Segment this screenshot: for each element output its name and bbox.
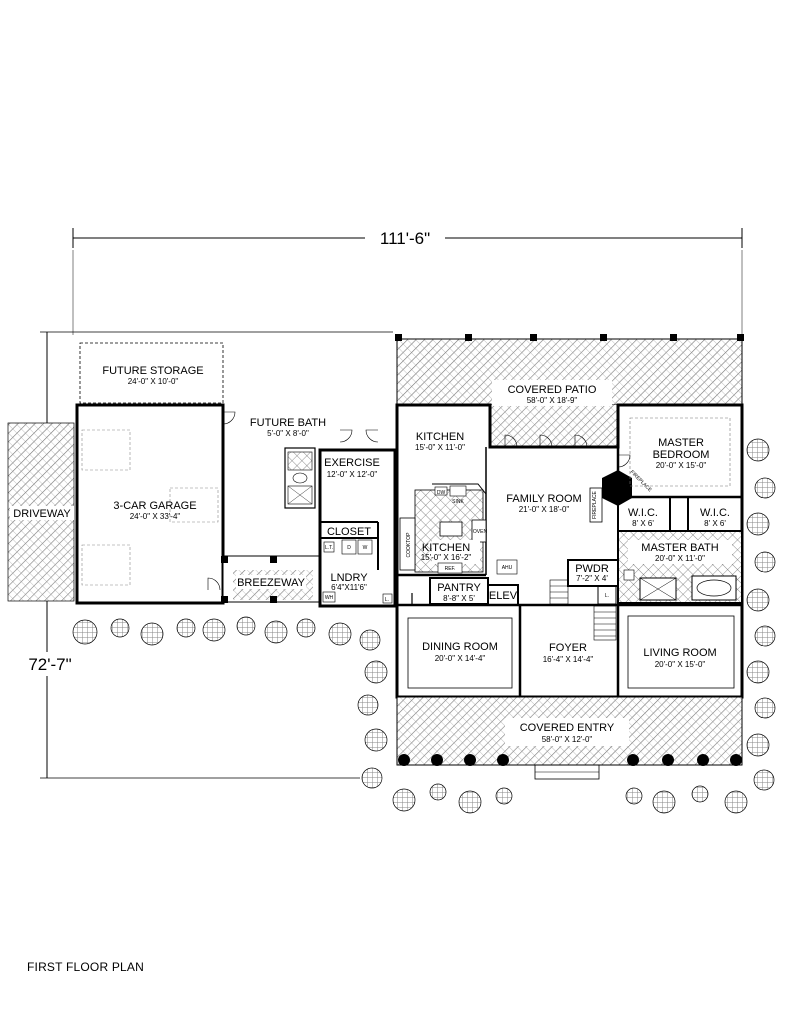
powder-name: PWDR	[575, 563, 609, 575]
fireplace-icon-left	[589, 487, 603, 523]
depth-dimension: 72'-7"	[22, 331, 393, 779]
exercise-block-walls	[318, 448, 397, 608]
wic-left-name: W.I.C.	[628, 507, 658, 519]
covered-patio-size: 58'-0" X 18'-9"	[527, 396, 578, 405]
staircase	[549, 579, 617, 641]
wic-right-size: 8' X 6'	[704, 519, 726, 528]
foyer-name: FOYER	[549, 642, 587, 654]
sink-icon	[449, 485, 467, 497]
dining-ceiling-outline	[407, 617, 513, 689]
driveway-label: DRIVEWAY	[13, 508, 71, 520]
master-bath-size: 20'-0" X 11'-0"	[655, 554, 705, 563]
master-bedroom-name-2: BEDROOM	[653, 449, 710, 461]
covered-entry-name: COVERED ENTRY	[520, 722, 615, 734]
garage-name: 3-CAR GARAGE	[113, 500, 196, 512]
linen-label-left: L.	[385, 597, 389, 603]
water-heater-icon	[322, 591, 336, 603]
foyer-size: 16'-4" X 14'-4"	[543, 655, 594, 664]
wic-right-name: W.I.C.	[700, 507, 730, 519]
washer-icon	[357, 539, 373, 555]
fireplace-right-label: FIREPLACE	[629, 469, 653, 493]
oven-label: OVEN	[473, 529, 488, 535]
family-room-size: 21'-0" X 18'-0"	[519, 505, 570, 514]
kitchen-upper-size: 15'-0" X 11'-0"	[415, 443, 465, 452]
cooktop-counter	[399, 517, 416, 571]
closet-name: CLOSET	[327, 526, 371, 538]
garage-door-swing	[222, 411, 236, 425]
garage-size: 24'-0" X 33'-4"	[130, 512, 181, 521]
refrigerator-label: REF.	[445, 566, 456, 572]
patio-columns	[395, 334, 744, 341]
washer-label: W	[363, 545, 368, 551]
future-storage-outline	[79, 342, 224, 404]
covered-patio-name: COVERED PATIO	[508, 384, 597, 396]
covered-entry-size: 58'-0" X 12'-0"	[542, 735, 593, 744]
dishwasher-label: DW	[437, 490, 446, 496]
future-storage-name: FUTURE STORAGE	[102, 365, 203, 377]
kitchen-lower-size: 15'-0" X 16'-2"	[421, 553, 472, 562]
kitchen-upper-name: KITCHEN	[416, 431, 464, 443]
garage-walls	[75, 403, 225, 605]
laundry-size: 6'4"X11'6"	[331, 583, 367, 592]
future-bath-name: FUTURE BATH	[250, 417, 326, 429]
kitchen-island	[439, 521, 463, 537]
future-bath-size: 5'-0" X 8'-0"	[267, 429, 309, 438]
laundry-name: LNDRY	[330, 572, 368, 584]
linen-label-right: L.	[605, 593, 609, 599]
wic-left-size: 8' X 6'	[632, 519, 654, 528]
pantry-name: PANTRY	[437, 582, 481, 594]
living-room-name: LIVING ROOM	[643, 647, 716, 659]
ahu-label: AHU	[502, 565, 513, 571]
family-room-name: FAMILY ROOM	[506, 493, 581, 505]
master-bedroom-name: MASTER	[658, 437, 704, 449]
dryer-label: D	[347, 545, 351, 551]
plan-caption: FIRST FLOOR PLAN	[27, 960, 145, 974]
width-dimension-label: 111'-6"	[380, 229, 430, 248]
master-bedroom-size: 20'-0" X 15'-0"	[656, 461, 707, 470]
pantry-size: 8'-8" X 5'	[443, 594, 475, 603]
fireplace-left-label: FIREPLACE	[592, 490, 598, 518]
elevator-name: ELEV	[489, 590, 518, 602]
future-storage-size: 24'-0" X 10'-0"	[128, 377, 179, 386]
entry-columns	[398, 754, 742, 766]
powder-size: 7'-2" X 4'	[576, 574, 608, 583]
master-bath-name: MASTER BATH	[641, 542, 718, 554]
kitchen-lower-name: KITCHEN	[422, 542, 470, 554]
dining-room-name: DINING ROOM	[422, 641, 498, 653]
toilet-icon	[292, 472, 308, 484]
laundry-tub-label: L.T.	[325, 545, 333, 551]
powder-walls	[567, 559, 619, 587]
future-bath-walls	[284, 447, 316, 509]
exercise-size: 12'-0" X 12'-0"	[327, 470, 378, 479]
width-dimension: 111'-6"	[72, 228, 743, 335]
dining-room-size: 20'-0" X 14'-4"	[435, 654, 486, 663]
refrigerator-icon	[437, 562, 463, 574]
cooktop-label: COOKTOP	[406, 532, 412, 558]
landscape-shrubs	[72, 438, 776, 814]
ahu-icon	[496, 559, 518, 575]
dryer-icon	[341, 539, 357, 555]
master-bedroom-walls	[616, 403, 744, 499]
breezeway-name: BREEZEWAY	[237, 577, 306, 589]
sink-label: SINK	[452, 499, 464, 505]
bathtub-icon	[691, 575, 737, 601]
living-room-size: 20'-0" X 15'-0"	[655, 660, 706, 669]
depth-dimension-label: 72'-7"	[28, 655, 71, 674]
water-heater-label: WH	[325, 595, 334, 601]
exercise-name: EXERCISE	[324, 457, 380, 469]
living-ceiling-outline	[627, 615, 735, 689]
